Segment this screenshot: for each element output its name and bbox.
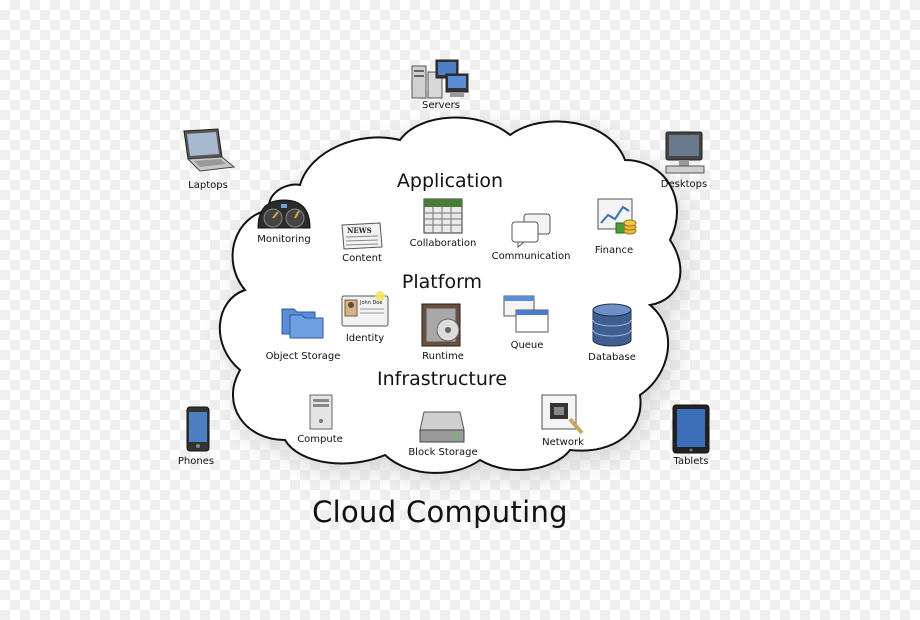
phone-icon <box>186 406 210 452</box>
phones-label: Phones <box>177 456 215 467</box>
folder-icon <box>281 308 324 339</box>
desktops-label: Desktops <box>660 179 708 190</box>
network-label: Network <box>542 437 584 448</box>
hard-drive-icon <box>419 411 465 443</box>
calendar-icon <box>423 198 463 234</box>
newspaper-text: NEWS <box>347 226 372 235</box>
communication-label: Communication <box>491 251 571 262</box>
collaboration-label: Collaboration <box>409 238 477 249</box>
content-label: Content <box>342 253 382 264</box>
identity-label: Identity <box>345 333 385 344</box>
id-card-icon: John Doe <box>341 291 389 327</box>
block-storage-label: Block Storage <box>408 447 478 458</box>
chat-bubbles-icon <box>511 213 551 248</box>
platform-heading: Platform <box>401 271 483 293</box>
finance-chart-icon <box>597 198 637 235</box>
tablet-icon <box>672 404 710 454</box>
infrastructure-heading: Infrastructure <box>376 368 508 390</box>
object-storage-label: Object Storage <box>265 351 341 362</box>
servers-icon <box>411 59 469 99</box>
runtime-icon <box>421 303 461 347</box>
database-icon <box>592 303 632 347</box>
monitoring-label: Monitoring <box>257 234 311 245</box>
monitoring-icon <box>257 199 311 229</box>
diagram-title: Cloud Computing <box>312 495 568 529</box>
laptop-icon <box>183 128 236 172</box>
laptops-label: Laptops <box>188 180 228 191</box>
runtime-label: Runtime <box>422 351 464 362</box>
application-heading: Application <box>396 170 504 192</box>
network-port-icon <box>541 394 584 435</box>
queue-windows-icon <box>503 295 549 333</box>
queue-label: Queue <box>510 340 544 351</box>
server-tower-icon <box>309 394 333 430</box>
id-card-name: John Doe <box>359 300 382 306</box>
database-label: Database <box>588 352 636 363</box>
finance-label: Finance <box>594 245 634 256</box>
servers-label: Servers <box>421 100 461 111</box>
desktop-icon <box>665 131 705 174</box>
compute-label: Compute <box>297 434 343 445</box>
tablets-label: Tablets <box>673 456 709 467</box>
newspaper-icon: NEWS <box>341 222 383 250</box>
